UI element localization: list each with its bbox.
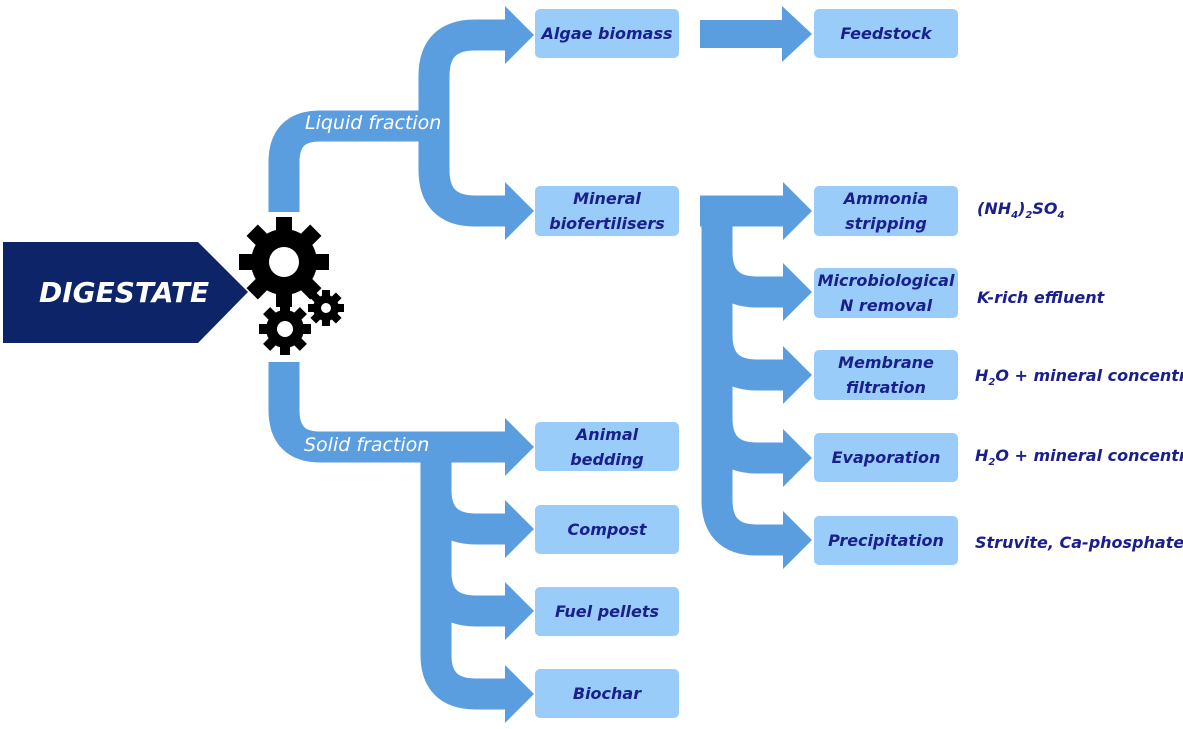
- arrowhead-microbio: [783, 263, 812, 321]
- solid-to-pellets: [420, 571, 510, 627]
- box-ammonia-stripping: Ammonia stripping: [814, 186, 958, 236]
- liquid-split: [418, 19, 510, 126]
- arrowhead-evap: [783, 429, 812, 487]
- box-feedstock: Feedstock: [814, 9, 958, 58]
- box-evaporation: Evaporation: [814, 433, 958, 482]
- arrowhead-bedding: [505, 418, 534, 476]
- arrow-feedstock: [700, 6, 812, 62]
- arrowhead-precip: [783, 511, 812, 569]
- product-ammonium-sulfate: (NH4)2SO4: [977, 199, 1065, 222]
- box-membrane-filtration: Membrane filtration: [814, 350, 958, 400]
- product-membrane: H2O + mineral concentrates: [975, 366, 1183, 389]
- product-k-rich-effluent: K-rich effluent: [977, 288, 1105, 307]
- arrowhead-ammonia: [783, 182, 812, 240]
- product-struvite: Struvite, Ca-phosphate: [975, 533, 1183, 552]
- arrowhead-mineral: [505, 182, 534, 240]
- arrowhead-algae: [505, 6, 534, 64]
- solid-vertical: [420, 447, 510, 710]
- solid-fraction-label: Solid fraction: [304, 434, 430, 456]
- process-vertical: [700, 195, 788, 556]
- box-biochar: Biochar: [535, 669, 679, 718]
- box-algae-biomass: Algae biomass: [535, 9, 679, 58]
- arrowhead-membrane: [783, 346, 812, 404]
- liquid-fraction-label: Liquid fraction: [305, 112, 442, 134]
- gears-icon: [239, 217, 344, 355]
- arrowhead-biochar: [505, 665, 534, 723]
- product-evaporation: H2O + mineral concentrates: [975, 446, 1183, 469]
- solid-trunk: [268, 362, 510, 463]
- process-to-microbio: [701, 251, 788, 308]
- process-to-membrane: [701, 334, 788, 391]
- digestate-label: DIGESTATE: [39, 276, 210, 309]
- box-fuel-pellets: Fuel pellets: [535, 587, 679, 636]
- process-to-evap: [701, 417, 788, 474]
- box-mineral-biofertilisers: Mineral biofertilisers: [535, 186, 679, 236]
- box-microbiological-n-removal: Microbiological N removal: [814, 268, 958, 318]
- solid-to-compost: [420, 489, 510, 545]
- box-precipitation: Precipitation: [814, 516, 958, 565]
- liquid-trunk: [268, 110, 434, 212]
- liquid-to-mineral: [418, 126, 510, 227]
- digestate-source: DIGESTATE: [3, 242, 248, 343]
- box-compost: Compost: [535, 505, 679, 554]
- box-animal-bedding: Animal bedding: [535, 422, 679, 471]
- arrowhead-pellets: [505, 582, 534, 640]
- arrowhead-compost: [505, 500, 534, 558]
